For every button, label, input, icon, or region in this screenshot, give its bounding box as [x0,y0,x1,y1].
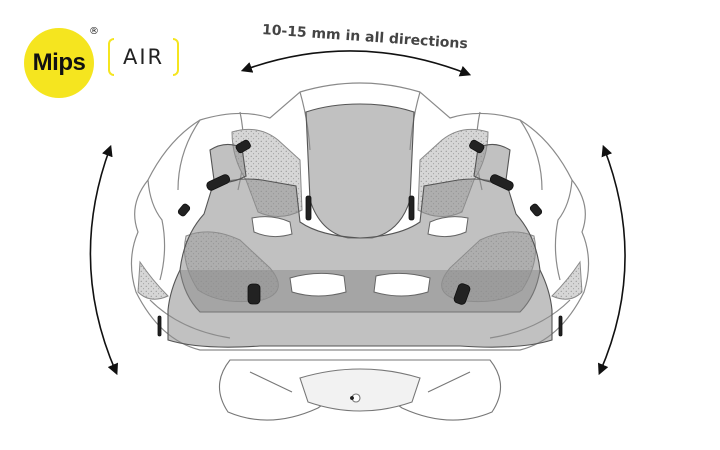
left-rotation-arrow [89,144,119,376]
top-rotation-arrow [240,50,472,77]
left-bracket [108,38,114,76]
right-rotation-arrow [597,144,626,376]
retention-dial [218,359,502,421]
liner-vents [251,216,469,297]
air-label-text: AIR [123,45,165,69]
liner-anchors [157,139,563,400]
registered-mark: ® [89,26,99,37]
right-bracket [173,38,180,76]
air-product-label: AIR [108,36,180,78]
mips-air-liner [167,103,553,348]
mips-logo: Mips [24,28,94,98]
mips-logo-text: Mips [32,49,86,76]
